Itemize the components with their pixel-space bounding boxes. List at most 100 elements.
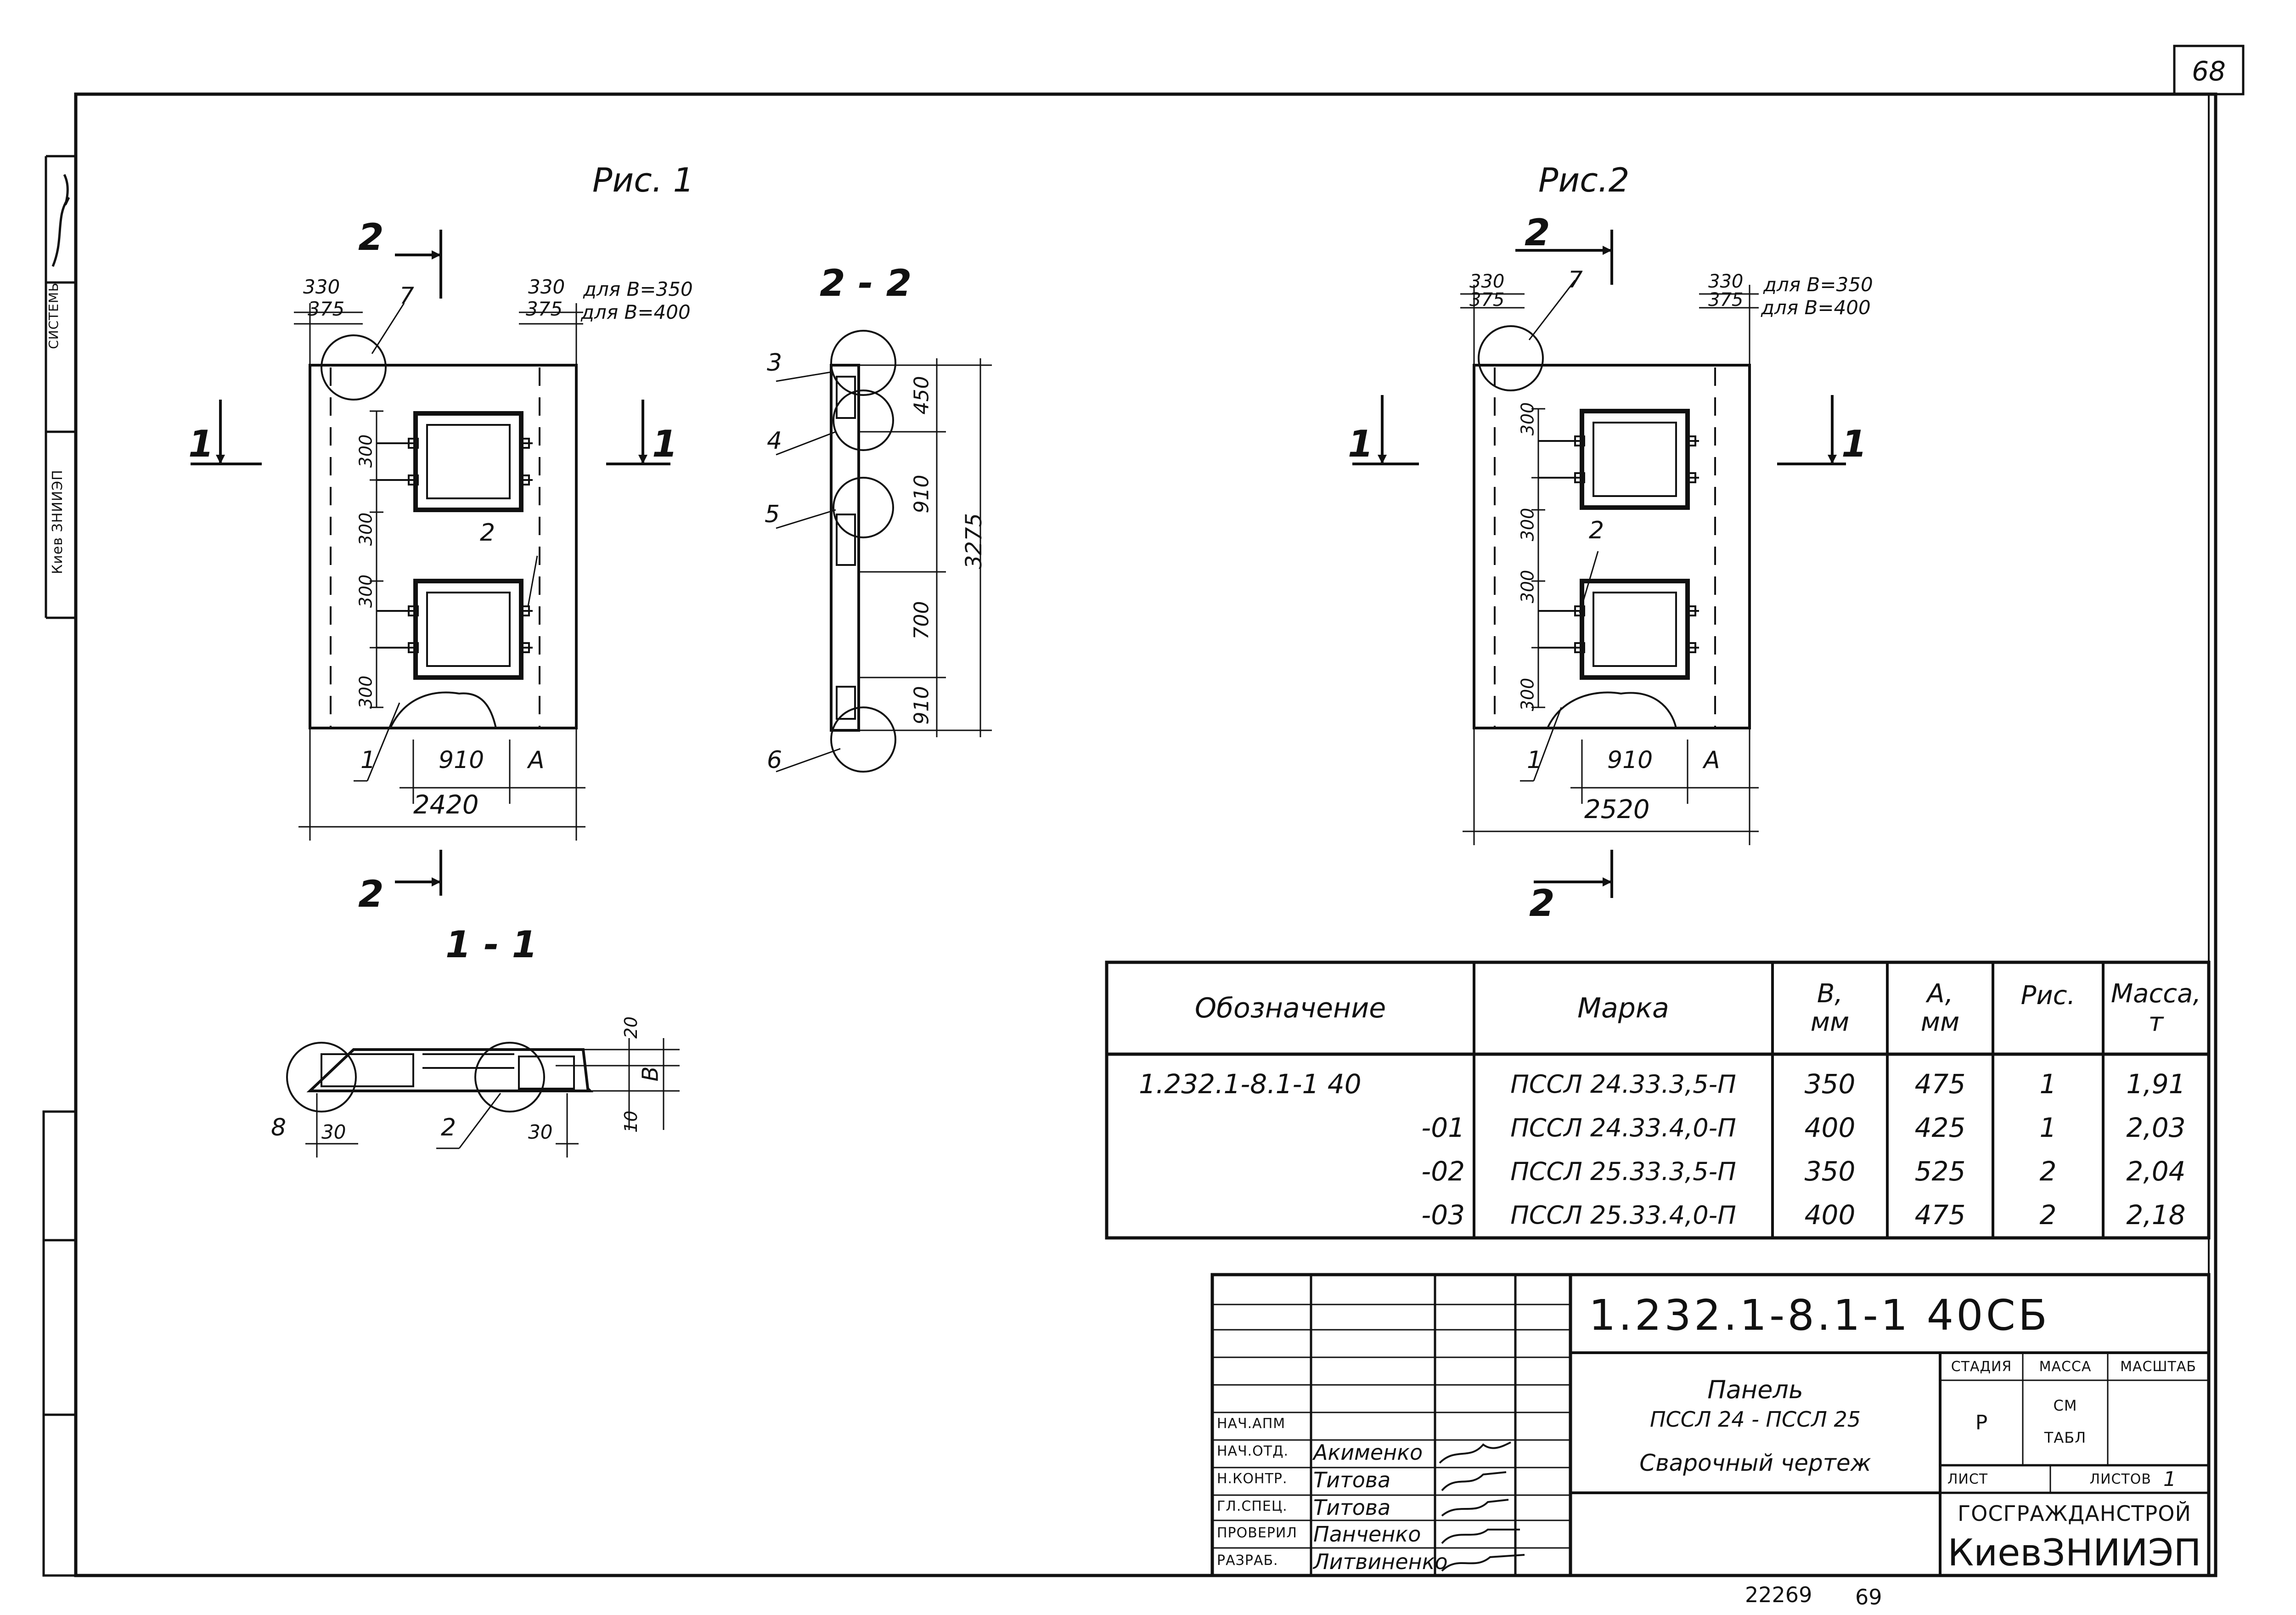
title-block-name-2: ПССЛ 24 - ПССЛ 25 <box>1650 1407 1861 1432</box>
spec-row-1-mass: 1,91 <box>2126 1068 2186 1100</box>
spec-row-3-mass: 2,04 <box>2126 1156 2186 1187</box>
section-1-1-callout-2: 2 <box>441 1114 456 1141</box>
figure-2-dim-910: 910 <box>1607 746 1653 774</box>
spec-row-4-mark: ПССЛ 25.33.4,0-П <box>1510 1200 1736 1230</box>
spec-header-b: B, мм <box>1810 979 1850 1037</box>
spec-header-fig: Рис. <box>2020 981 2076 1011</box>
figure-1-cut-bottom: 2 <box>358 873 384 915</box>
spec-row-1-fig: 1 <box>2039 1068 2057 1100</box>
figure-2-cut-top: 2 <box>1525 211 1550 254</box>
spec-row-3-fig: 2 <box>2039 1156 2057 1187</box>
spec-row-1-b: 350 <box>1804 1068 1856 1100</box>
figure-1-dim-910: 910 <box>439 746 484 774</box>
figure-1-cut-left: 1 <box>188 423 214 465</box>
title-block-role-1: НАЧ.АПМ <box>1217 1416 1286 1432</box>
section-1-1-title: 1 - 1 <box>445 923 538 966</box>
figure-1-note-350: для B=350 <box>583 278 693 300</box>
figure-1-callout-7: 7 <box>400 282 414 309</box>
spec-row-2-designation: -01 <box>1421 1112 1465 1143</box>
title-block-stage-value: Р <box>1975 1411 1988 1434</box>
figure-2-note-400: для B=400 <box>1761 296 1871 319</box>
sheet-number: 68 <box>2192 56 2226 87</box>
title-block-org-2: КиевЗНИИЭП <box>1947 1531 2201 1574</box>
section-2-2-title: 2 - 2 <box>820 262 912 305</box>
spec-row-4-designation: -03 <box>1421 1199 1465 1231</box>
spec-row-1-mark: ПССЛ 24.33.3,5-П <box>1510 1069 1736 1099</box>
figure-1-cut-right: 1 <box>652 423 678 465</box>
figure-1-dim-330-left: 330 <box>303 276 340 298</box>
title-block-name-role-2: Акименко <box>1313 1440 1423 1465</box>
figure-1-callout-2: 2 <box>480 519 495 547</box>
figure-2-callout-1: 1 <box>1527 746 1542 774</box>
title-block-mass-value-2: ТАБЛ <box>2044 1429 2087 1446</box>
title-block-stage-header: СТАДИЯ <box>1951 1358 2012 1375</box>
title-block-code: 1.232.1-8.1-1 40СБ <box>1589 1291 2050 1340</box>
footer-doc-number: 22269 <box>1745 1582 1812 1607</box>
title-block-name-3: Сварочный чертеж <box>1639 1450 1871 1476</box>
spec-row-4-b: 400 <box>1804 1199 1856 1231</box>
section-1-1-dim-30a: 30 <box>321 1121 346 1143</box>
title-block-sheets-header: ЛИСТОВ <box>2089 1471 2151 1487</box>
title-block-role-6: РАЗРАБ. <box>1217 1553 1278 1569</box>
figure-1-dim-375-right: 375 <box>526 298 563 320</box>
spec-row-4-a: 475 <box>1914 1199 1966 1231</box>
title-block-org-1: ГОСГРАЖДАНСТРОЙ <box>1958 1501 2191 1526</box>
figure-1-cut-top: 2 <box>358 216 384 259</box>
figure-2-note-350: для B=350 <box>1763 273 1873 296</box>
figure-2-dim-375-left: 375 <box>1469 289 1505 311</box>
title-block-name-role-5: Панченко <box>1313 1522 1421 1547</box>
figure-1-title: Рис. 1 <box>592 161 694 199</box>
figure-2-callout-2: 2 <box>1589 517 1604 544</box>
spec-row-3-a: 525 <box>1914 1156 1966 1187</box>
spec-row-2-fig: 1 <box>2039 1112 2057 1143</box>
figure-2-callout-7: 7 <box>1568 266 1583 293</box>
spec-header-designation: Обозначение <box>1194 992 1386 1024</box>
figure-2-cut-left: 1 <box>1348 423 1373 465</box>
figure-1-dim-375-left: 375 <box>308 298 345 320</box>
title-block-name-1: Панель <box>1707 1375 1803 1404</box>
figure-2-cut-right: 1 <box>1841 423 1867 465</box>
figure-1-callout-1: 1 <box>360 746 376 774</box>
spec-row-2-b: 400 <box>1804 1112 1856 1143</box>
figure-1-dim-a: A <box>528 746 545 774</box>
figure-1-dim-330-right: 330 <box>528 276 565 298</box>
title-block-role-5: ПРОВЕРИЛ <box>1217 1525 1297 1541</box>
spec-header-a: A, мм <box>1920 979 1960 1037</box>
figure-2-width: 2520 <box>1584 795 1650 824</box>
spec-row-1-designation: 1.232.1-8.1-1 40 <box>1139 1068 1362 1100</box>
title-block-name-role-3: Титова <box>1313 1468 1391 1492</box>
spec-row-2-a: 425 <box>1914 1112 1966 1143</box>
figure-2-dim-330-right: 330 <box>1708 271 1744 292</box>
section-1-1-callout-8: 8 <box>271 1114 287 1141</box>
spec-row-3-mark: ПССЛ 25.33.3,5-П <box>1510 1157 1736 1186</box>
spec-row-1-a: 475 <box>1914 1068 1966 1100</box>
spec-row-2-mark: ПССЛ 24.33.4,0-П <box>1510 1113 1736 1142</box>
footer-page-number: 69 <box>1855 1585 1882 1609</box>
section-1-1-dim-30b: 30 <box>528 1121 553 1143</box>
figure-2-title: Рис.2 <box>1538 161 1630 199</box>
figure-2-dim-375-right: 375 <box>1708 289 1744 311</box>
spec-header-mass: Масса, т <box>2110 979 2201 1037</box>
spec-header-mark: Марка <box>1577 992 1669 1024</box>
figure-2-dim-a: A <box>1704 746 1720 774</box>
section-2-2-callout-6: 6 <box>767 746 782 774</box>
section-2-2-callout-3: 3 <box>767 349 782 377</box>
title-block-name-role-4: Титова <box>1313 1495 1391 1520</box>
figure-2-dim-330-left: 330 <box>1469 271 1505 292</box>
title-block-name-role-6: Литвиненко <box>1313 1549 1448 1574</box>
title-block-role-4: ГЛ.СПЕЦ. <box>1217 1498 1288 1514</box>
spec-row-3-designation: -02 <box>1421 1156 1465 1187</box>
spec-row-2-mass: 2,03 <box>2126 1112 2186 1143</box>
spec-row-4-mass: 2,18 <box>2126 1199 2186 1231</box>
spec-row-4-fig: 2 <box>2039 1199 2057 1231</box>
title-block-role-2: НАЧ.ОТД. <box>1217 1443 1289 1459</box>
title-block-sheets-value: 1 <box>2163 1467 2176 1491</box>
figure-1-note-400: для B=400 <box>581 301 691 323</box>
section-2-2-callout-5: 5 <box>765 501 780 528</box>
